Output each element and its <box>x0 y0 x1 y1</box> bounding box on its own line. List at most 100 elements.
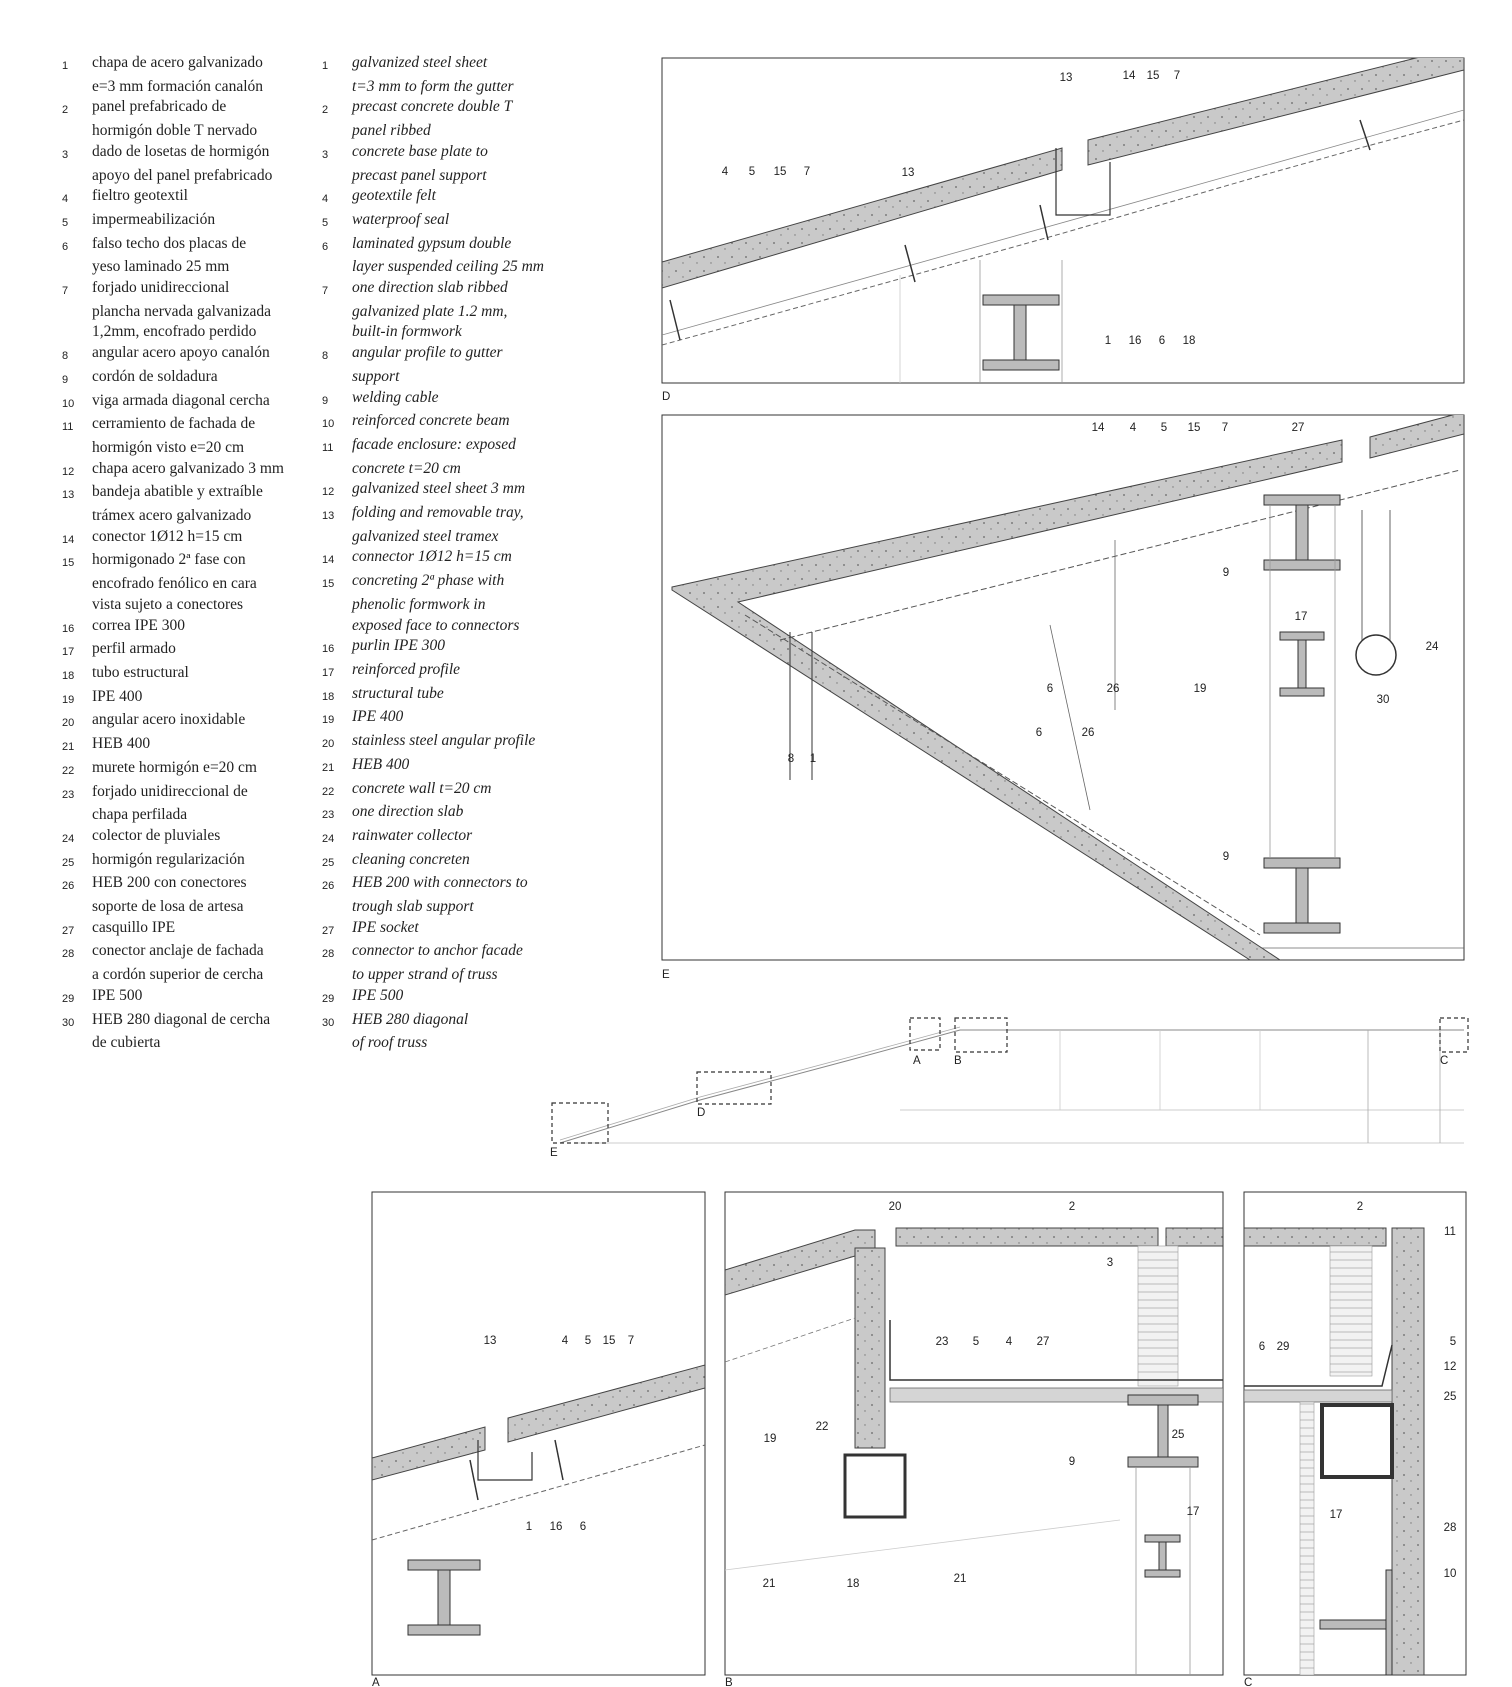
legend-es-text: plancha nervada galvanizada <box>92 302 272 320</box>
svg-text:8: 8 <box>788 753 794 765</box>
legend-en-text: HEB 280 diagonal <box>352 1010 469 1028</box>
legend-en-item-13-line-2: galvanized steel tramex <box>322 527 592 548</box>
legend-en-text: concrete base plate to <box>352 142 488 160</box>
legend-en-text: connector to anchor facade <box>352 942 523 960</box>
legend-es-item-2-line-2: hormigón doble T nervado <box>62 121 322 142</box>
legend-es-number: 9 <box>62 373 69 386</box>
legend-es-text: chapa acero galvanizado 3 mm <box>92 459 284 477</box>
svg-text:12: 12 <box>1444 1361 1457 1373</box>
legend-es-text: dado de losetas de hormigón <box>92 142 270 160</box>
legend-es-text: forjado unidireccional <box>92 279 230 297</box>
legend-es-text: soporte de losa de artesa <box>92 898 244 916</box>
svg-text:21: 21 <box>954 1573 967 1585</box>
legend-es-item-23-line-2: chapa perfilada <box>62 805 322 826</box>
legend-es-text: 1,2mm, encofrado perdido <box>92 323 257 341</box>
legend-en-text: t=3 mm to form the gutter <box>352 77 514 95</box>
legend-en-text: laminated gypsum double <box>352 234 512 252</box>
legend-en-number: 22 <box>322 785 335 798</box>
legend-en-item-26-line-2: trough slab support <box>322 897 592 918</box>
legend-es-item-11-line-2: hormigón visto e=20 cm <box>62 438 322 459</box>
legend-en-text: rainwater collector <box>352 826 473 844</box>
legend-en-number: 17 <box>322 666 335 679</box>
legend-es-text: impermeabilización <box>92 210 216 228</box>
legend-es-number: 26 <box>62 880 75 893</box>
legend-en-item-2-line-2: panel ribbed <box>322 121 592 142</box>
svg-text:1: 1 <box>1105 335 1111 347</box>
legend-en-text: folding and removable tray, <box>352 504 524 522</box>
legend-en-number: 10 <box>322 418 335 431</box>
legend-es-text: viga armada diagonal cercha <box>92 391 270 409</box>
legend-en-text: geotextile felt <box>352 187 436 205</box>
legend-es-text: vista sujeto a conectores <box>92 595 244 613</box>
svg-text:14: 14 <box>1092 422 1105 434</box>
legend-es-item-26-line-1: 26 HEB 200 con conectores <box>62 873 322 897</box>
legend-en-text: waterproof seal <box>352 210 450 228</box>
legend-en-item-1-line-2: t=3 mm to form the gutter <box>322 77 592 98</box>
legend-en-number: 25 <box>322 856 335 869</box>
legend-es-number: 29 <box>62 992 75 1005</box>
svg-text:27: 27 <box>1037 1336 1050 1348</box>
legend-en-text: galvanized steel sheet <box>352 54 488 71</box>
legend-es-item-28-line-2: a cordón superior de cercha <box>62 965 322 986</box>
svg-text:14: 14 <box>1123 70 1136 82</box>
legend-en-number: 30 <box>322 1016 335 1029</box>
legend-en-item-30-line-2: of roof truss <box>322 1033 592 1054</box>
svg-text:10: 10 <box>1444 1568 1457 1580</box>
svg-text:4: 4 <box>1130 422 1137 434</box>
legend-es-text: HEB 200 con conectores <box>92 874 247 892</box>
svg-text:9: 9 <box>1223 567 1229 579</box>
svg-text:21: 21 <box>763 1578 776 1590</box>
svg-text:17: 17 <box>1295 611 1308 623</box>
legend-es-text: tubo estructural <box>92 663 189 681</box>
legend-es-text: yeso laminado 25 mm <box>92 258 230 276</box>
legend-es-item-26-line-2: soporte de losa de artesa <box>62 897 322 918</box>
overview-box-d: D <box>697 1107 705 1119</box>
legend-en-text: support <box>352 367 400 385</box>
legend-es-number: 27 <box>62 924 75 937</box>
legend-es-text: hormigón doble T nervado <box>92 122 258 140</box>
legend-en-text: IPE 500 <box>352 986 404 1004</box>
legend-es-text: cerramiento de fachada de <box>92 415 256 433</box>
svg-text:6: 6 <box>1259 1341 1265 1353</box>
legend-en-text: galvanized steel sheet 3 mm <box>352 480 526 498</box>
svg-text:16: 16 <box>1129 335 1142 347</box>
svg-text:30: 30 <box>1377 694 1390 706</box>
legend-es-text: apoyo del panel prefabricado <box>92 166 273 184</box>
overview-section: A B C D E <box>550 1017 1469 1159</box>
legend-en-text: HEB 400 <box>352 755 410 773</box>
legend-en-number: 19 <box>322 714 335 727</box>
legend-en-number: 16 <box>322 643 335 656</box>
panel-label-a: A <box>372 1677 380 1687</box>
legend-en-number: 2 <box>322 104 329 117</box>
legend-es-item-15-line-2: encofrado fenólico en cara <box>62 574 322 595</box>
overview-box-e: E <box>550 1147 558 1159</box>
legend-en-number: 5 <box>322 216 329 229</box>
legend-es-text: panel prefabricado de <box>92 98 227 116</box>
legend-en-number: 7 <box>322 285 329 298</box>
legend-es-item-13-line-2: trámex acero galvanizado <box>62 506 322 527</box>
legend-es-number: 20 <box>62 717 75 730</box>
legend-es-number: 17 <box>62 646 75 659</box>
legend-en-text: IPE socket <box>352 918 419 936</box>
svg-text:7: 7 <box>628 1335 634 1347</box>
legend-es-text: falso techo dos placas de <box>92 234 247 252</box>
legend-es-number: 16 <box>62 622 75 635</box>
svg-text:15: 15 <box>1147 70 1160 82</box>
svg-text:13: 13 <box>1060 72 1073 84</box>
